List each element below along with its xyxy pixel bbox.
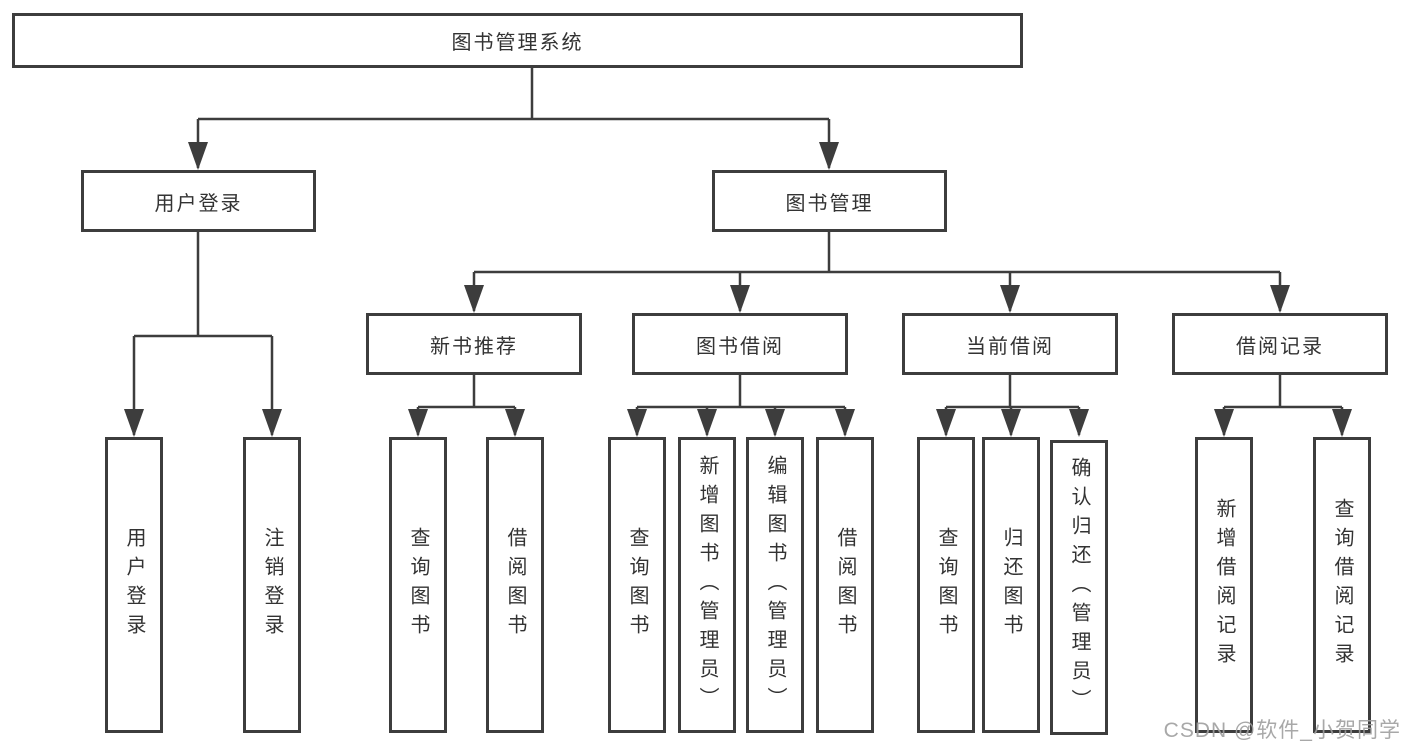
leaf-query-borrow-record: 查询借阅记录 <box>1313 437 1371 733</box>
node-new-book-recommend-label: 新书推荐 <box>430 335 518 358</box>
leaf-logout: 注销登录 <box>243 437 301 733</box>
leaf-label: 新增图书（管理员） <box>696 454 718 716</box>
leaf-label: 归还图书 <box>1000 527 1022 643</box>
leaf-label: 借阅图书 <box>834 527 856 643</box>
leaf-return-books: 归还图书 <box>982 437 1040 733</box>
node-book-borrow-label: 图书借阅 <box>696 335 784 358</box>
leaf-label: 查询图书 <box>626 527 648 643</box>
node-user-login-label: 用户登录 <box>154 192 243 215</box>
node-root: 图书管理系统 <box>12 13 1023 68</box>
node-user-login: 用户登录 <box>81 170 316 232</box>
node-root-label: 图书管理系统 <box>451 32 584 54</box>
leaf-query-books-3: 查询图书 <box>917 437 975 733</box>
leaf-user-login: 用户登录 <box>105 437 163 733</box>
leaf-label: 新增借阅记录 <box>1213 498 1235 672</box>
node-new-book-recommend: 新书推荐 <box>366 313 582 375</box>
leaf-add-borrow-record: 新增借阅记录 <box>1195 437 1253 733</box>
node-book-borrow: 图书借阅 <box>632 313 848 375</box>
leaf-edit-books-admin: 编辑图书（管理员） <box>746 437 804 733</box>
node-borrow-records: 借阅记录 <box>1172 313 1388 375</box>
node-book-management-label: 图书管理 <box>785 192 874 215</box>
leaf-query-books-2: 查询图书 <box>608 437 666 733</box>
leaf-label: 借阅图书 <box>504 527 526 643</box>
leaf-label: 查询图书 <box>407 527 429 643</box>
csdn-watermark: CSDN @软件_小贺同学 <box>1163 719 1401 742</box>
leaf-borrow-books-1: 借阅图书 <box>486 437 544 733</box>
leaf-confirm-return-admin: 确认归还（管理员） <box>1050 440 1108 735</box>
leaf-label: 注销登录 <box>261 527 283 643</box>
leaf-add-books-admin: 新增图书（管理员） <box>678 437 736 733</box>
leaf-query-books-1: 查询图书 <box>389 437 447 733</box>
leaf-label: 查询图书 <box>935 527 957 643</box>
leaf-label: 编辑图书（管理员） <box>764 454 786 716</box>
leaf-label: 查询借阅记录 <box>1331 498 1353 672</box>
node-borrow-records-label: 借阅记录 <box>1236 335 1324 358</box>
leaf-borrow-books-2: 借阅图书 <box>816 437 874 733</box>
node-book-management: 图书管理 <box>712 170 947 232</box>
node-current-borrow-label: 当前借阅 <box>966 335 1054 358</box>
node-current-borrow: 当前借阅 <box>902 313 1118 375</box>
leaf-label: 用户登录 <box>123 527 145 643</box>
leaf-label: 确认归还（管理员） <box>1068 457 1090 718</box>
